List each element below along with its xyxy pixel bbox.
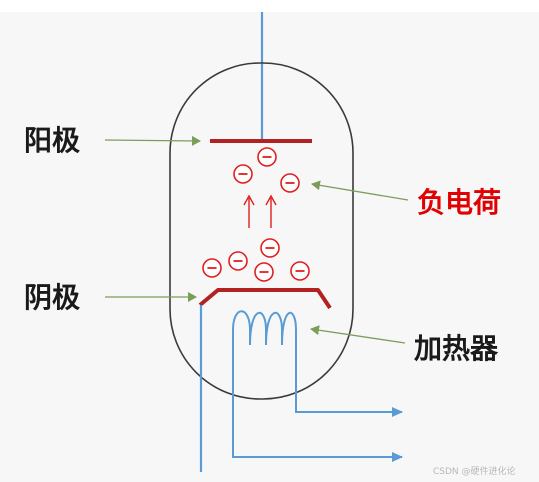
- electron: [233, 164, 253, 184]
- electrons-upper: [233, 147, 300, 193]
- electron: [280, 173, 300, 193]
- negative-charge-label: 负电荷: [417, 186, 501, 219]
- electron: [254, 262, 274, 282]
- electrons-lower: [202, 238, 310, 282]
- heater-label: 加热器: [414, 332, 499, 365]
- watermark: CSDN @硬件进化论: [433, 465, 516, 477]
- negative-charge-pointer: [311, 180, 409, 201]
- cathode-label: 阴极: [24, 281, 80, 314]
- heater-pointer: [310, 325, 406, 344]
- anode-label: 阳极: [24, 124, 80, 157]
- heater-lead-upper: [295, 345, 403, 417]
- heater-lead-lower: [232, 345, 403, 462]
- electron: [228, 251, 248, 271]
- anode-pointer: [104, 135, 201, 146]
- tube-envelope: [169, 62, 354, 400]
- electron: [260, 238, 280, 258]
- electron: [202, 258, 222, 278]
- electron: [257, 147, 277, 167]
- heater-filament: [232, 310, 297, 350]
- electron: [290, 261, 310, 281]
- cathode: [198, 288, 332, 310]
- electron-flow-arrowhead: [243, 194, 255, 206]
- electron-flow-arrowhead: [265, 194, 277, 206]
